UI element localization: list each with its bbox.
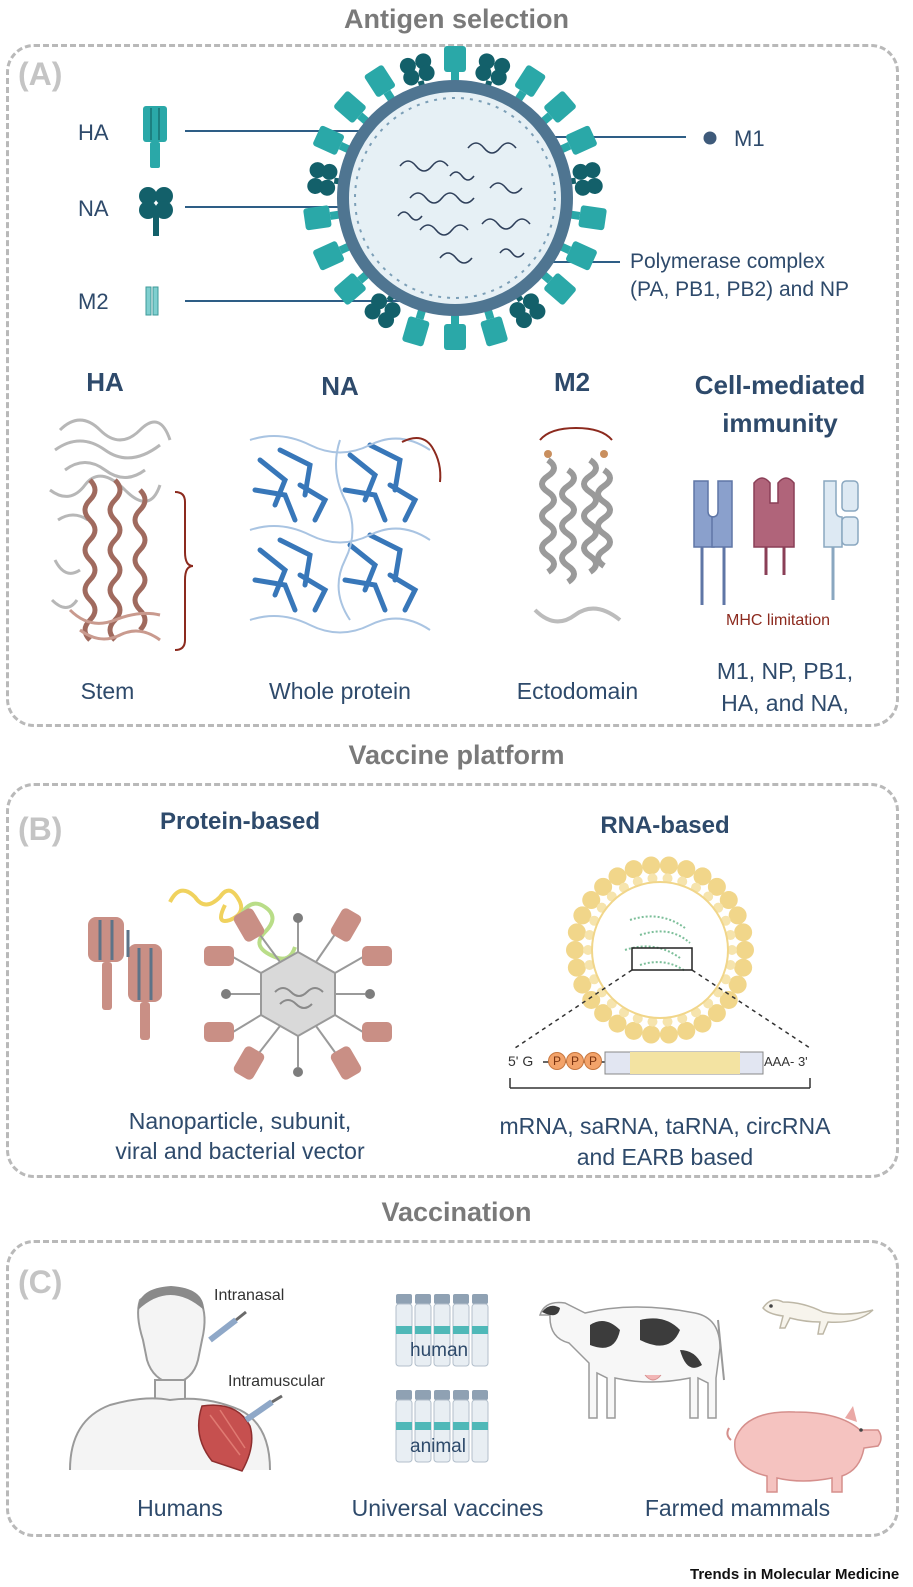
vial-label-animal: animal [410, 1436, 466, 1457]
caption-protein-line1: Nanoparticle, subunit, [128, 1108, 352, 1134]
caption-ectodomain: Ectodomain [516, 678, 639, 704]
protein-based-title: Protein-based [159, 808, 321, 835]
caption-humans: Humans [137, 1495, 223, 1521]
caption-cell-mediated-line1: M1, NP, PB1, [716, 658, 854, 684]
ha-legend-icon [143, 106, 167, 168]
header-cell-mediated-line1: Cell-mediated [694, 370, 866, 400]
cow-illustration [538, 1301, 725, 1419]
panel-letter-a: (A) [18, 56, 63, 92]
header-m2: M2 [553, 367, 591, 397]
header-cell-mediated-line2: immunity [722, 408, 838, 438]
mrna-zoom-lines [514, 969, 811, 1049]
panel-vaccination [6, 1240, 899, 1537]
mhc-limitation-label: MHC limitation [726, 612, 831, 629]
mhc-receptors [693, 477, 859, 605]
caption-farmed-mammals: Farmed mammals [644, 1495, 831, 1521]
caption-rna-line2: and EARB based [576, 1144, 754, 1170]
panel-letter-b: (B) [18, 811, 63, 847]
caption-cell-mediated-line2: HA, and NA, [721, 690, 849, 716]
header-ha: HA [86, 367, 124, 397]
legend-m2-label: M2 [78, 289, 109, 314]
intramuscular-label: Intramuscular [228, 1373, 325, 1390]
mrna-cap-p1: P [548, 1052, 566, 1070]
rna-based-title: RNA-based [600, 812, 730, 839]
mrna-3prime-label: AAA- 3' [764, 1054, 808, 1069]
panel-letter-c: (C) [18, 1264, 63, 1300]
m2-legend-icon [145, 286, 159, 316]
caption-whole-protein: Whole protein [269, 678, 411, 704]
antigen-selection-title: Antigen selection [343, 4, 570, 34]
vaccine-platform-title: Vaccine platform [348, 740, 565, 770]
vaccine-vials-illustration [395, 1294, 489, 1463]
na-protein-structure [249, 435, 442, 634]
header-na: NA [321, 371, 359, 401]
polymerase-label-line1: Polymerase complex [630, 250, 825, 273]
intranasal-label: Intranasal [214, 1287, 285, 1304]
na-legend-icon [139, 187, 173, 236]
ferret-illustration [762, 1299, 874, 1335]
legend-ha-label: HA [78, 120, 109, 145]
protein-based-illustration [88, 888, 392, 1080]
vial-label-human: human [410, 1340, 469, 1361]
pig-illustration [726, 1406, 882, 1493]
ha-protein-structure [49, 418, 194, 651]
m2-protein-structure [533, 426, 622, 624]
legend-m1-label: M1 [734, 126, 765, 151]
mrna-cap-p2: P [566, 1052, 584, 1070]
legend-na-label: NA [78, 196, 109, 221]
mrna-5prime-label: 5' G [508, 1053, 534, 1069]
caption-protein-line2: viral and bacterial vector [115, 1138, 365, 1164]
lipid-nanoparticle-illustration [566, 856, 754, 1044]
m1-dot-icon [703, 131, 717, 145]
mrna-cap-p3: P [584, 1052, 602, 1070]
vaccination-title: Vaccination [381, 1197, 532, 1227]
panel-vaccine-platform [6, 783, 899, 1178]
caption-rna-line1: mRNA, saRNA, taRNA, circRNA [499, 1113, 831, 1139]
panel-antigen-selection [6, 44, 899, 727]
caption-universal-vaccines: Universal vaccines [351, 1495, 544, 1521]
caption-stem: Stem [80, 678, 135, 704]
influenza-virus-particle [303, 46, 607, 350]
footer-journal-name: Trends in Molecular Medicine [690, 1566, 900, 1583]
human-figure-illustration [69, 1286, 283, 1472]
polymerase-label-line2: (PA, PB1, PB2) and NP [630, 278, 850, 301]
